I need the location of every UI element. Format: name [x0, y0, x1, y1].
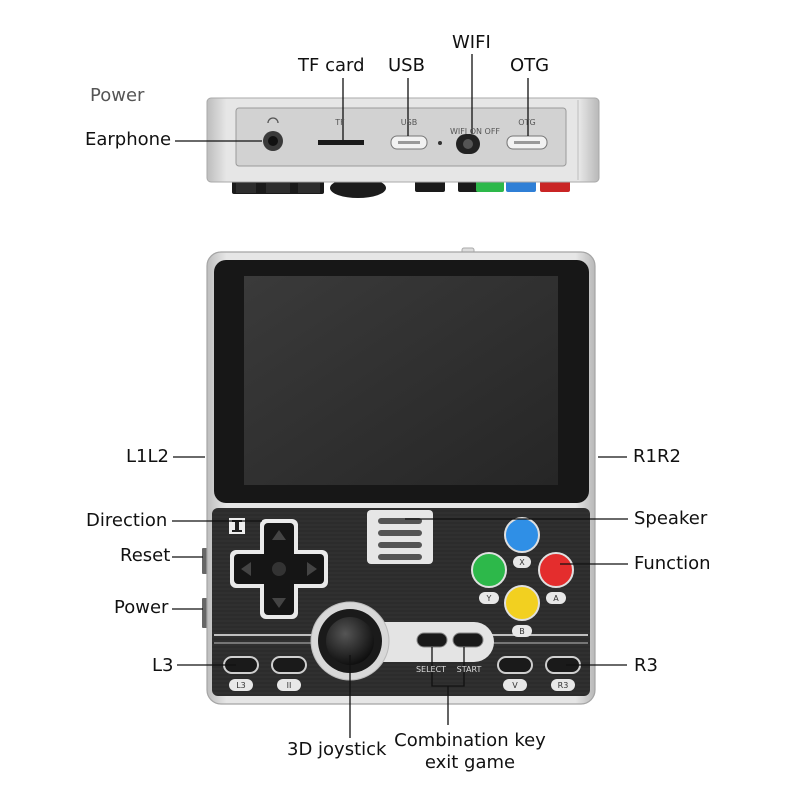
dpad-right-arrow	[307, 562, 317, 576]
headphone-icon	[267, 117, 279, 124]
usb-label: USB	[388, 55, 425, 76]
combo-label-line1: Combination key	[394, 730, 546, 751]
button-b	[504, 585, 540, 621]
button-x	[504, 517, 540, 553]
b-label: B	[519, 627, 525, 636]
function-label: Function	[634, 553, 711, 574]
l3-label: L3	[152, 655, 174, 676]
l1l2-label: L1L2	[126, 446, 169, 467]
earphone-label: Earphone	[85, 129, 172, 150]
dpad-left-arrow	[241, 562, 251, 576]
wifi-panel-text: WIFI ON OFF	[450, 127, 500, 136]
x-label: X	[519, 558, 525, 567]
screen	[244, 276, 558, 485]
v-button	[497, 656, 533, 674]
wifi-label: WIFI	[452, 32, 491, 53]
joystick-label: 3D joystick	[287, 739, 387, 760]
speaker-label: Speaker	[634, 508, 708, 529]
joystick-3d[interactable]	[310, 601, 494, 681]
select-label: SELECT	[416, 665, 446, 674]
combo-label-line2: exit game	[424, 752, 516, 773]
ii-button	[271, 656, 307, 674]
start-label: START	[457, 665, 482, 674]
joystick-base-top	[330, 178, 386, 198]
direction-label: Direction	[86, 510, 168, 531]
y-label: Y	[486, 594, 492, 603]
dpad[interactable]	[230, 519, 328, 619]
ii-small-label: II	[287, 681, 292, 690]
power-label: Power	[114, 597, 169, 618]
r3-label: R3	[634, 655, 658, 676]
usb-panel-text: USB	[401, 118, 417, 127]
front-view	[172, 247, 628, 738]
start-button	[452, 632, 484, 648]
dpad-down-arrow	[272, 598, 286, 608]
button-y	[471, 552, 507, 588]
speaker-grille	[367, 510, 433, 564]
r1r2-label: R1R2	[633, 446, 681, 467]
green-button-top	[476, 180, 504, 192]
r3-small-label: R3	[558, 681, 569, 690]
l3-small-label: L3	[236, 681, 246, 690]
tf-slot	[318, 140, 364, 145]
top-view	[175, 54, 600, 198]
a-label: A	[553, 594, 559, 603]
led-dot	[438, 141, 442, 145]
reset-label: Reset	[120, 545, 171, 566]
dpad-up-arrow	[272, 530, 286, 540]
select-button	[416, 632, 448, 648]
otg-panel-text: OTG	[518, 118, 535, 127]
tf-card-label: TF card	[298, 55, 365, 76]
power-top-label: Power	[90, 85, 145, 106]
v-small-label: V	[512, 681, 518, 690]
blue-button-top	[506, 180, 536, 192]
otg-label: OTG	[510, 55, 550, 76]
red-button-top	[540, 180, 570, 192]
button-a	[538, 552, 574, 588]
tf-panel-text: TF	[334, 118, 345, 127]
